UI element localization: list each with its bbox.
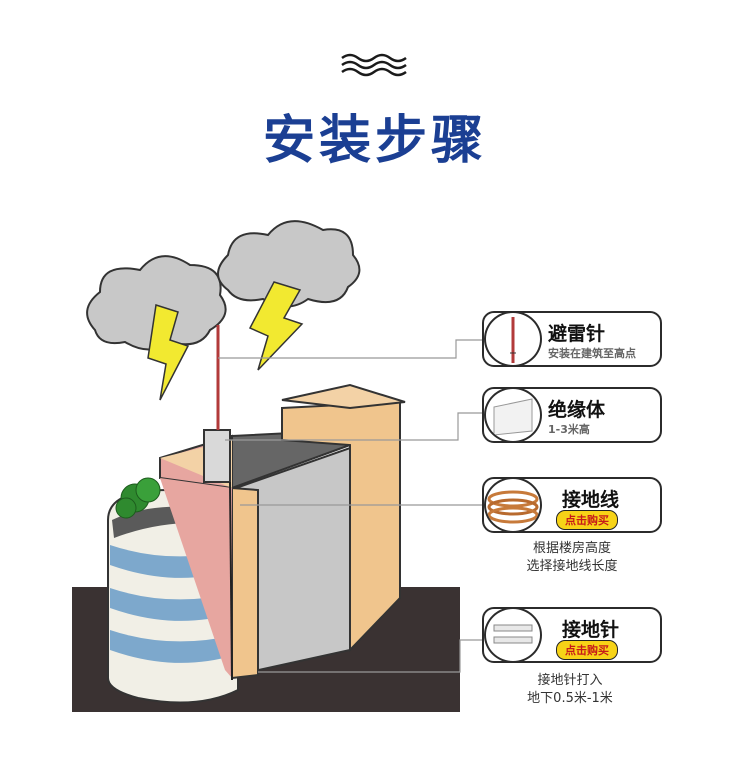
card-insulator[interactable]: 绝缘体 1-3米高 [482,387,662,443]
card-subtitle: 安装在建筑至高点 [548,347,636,360]
page-title: 安装步骤 [262,111,487,171]
note-line: 根据楼房高度 [532,541,611,556]
wire-note: 根据楼房高度 选择接地线长度 [492,540,652,576]
wave-icon [341,53,407,77]
card-title: 避雷针 [548,323,606,345]
card-grounding-wire[interactable]: 接地线 点击购买 [482,477,662,533]
insulator [203,429,231,483]
lightning-rod-thumbnail [484,311,542,367]
card-grounding-rod[interactable]: 接地针 点击购买 [482,607,662,663]
cloud-icon [86,255,227,351]
note-line: 选择接地线长度 [526,559,618,574]
note-line: 地下0.5米-1米 [527,691,613,706]
grounding-rod-thumbnail [484,607,542,663]
card-lightning-rod[interactable]: 避雷针 安装在建筑至高点 [482,311,662,367]
buy-button[interactable]: 点击购买 [556,640,618,660]
card-title: 绝缘体 [548,399,606,421]
insulator-thumbnail [484,387,542,443]
copper-wire-thumbnail [484,477,542,533]
lightning-icon [248,281,304,371]
ground-note: 接地针打入 地下0.5米-1米 [490,672,650,708]
card-title: 接地线 [562,489,620,511]
note-line: 接地针打入 [537,673,603,688]
card-title: 接地针 [562,619,620,641]
card-subtitle: 1-3米高 [548,423,590,436]
lightning-icon [147,304,190,401]
buy-button[interactable]: 点击购买 [556,510,618,530]
